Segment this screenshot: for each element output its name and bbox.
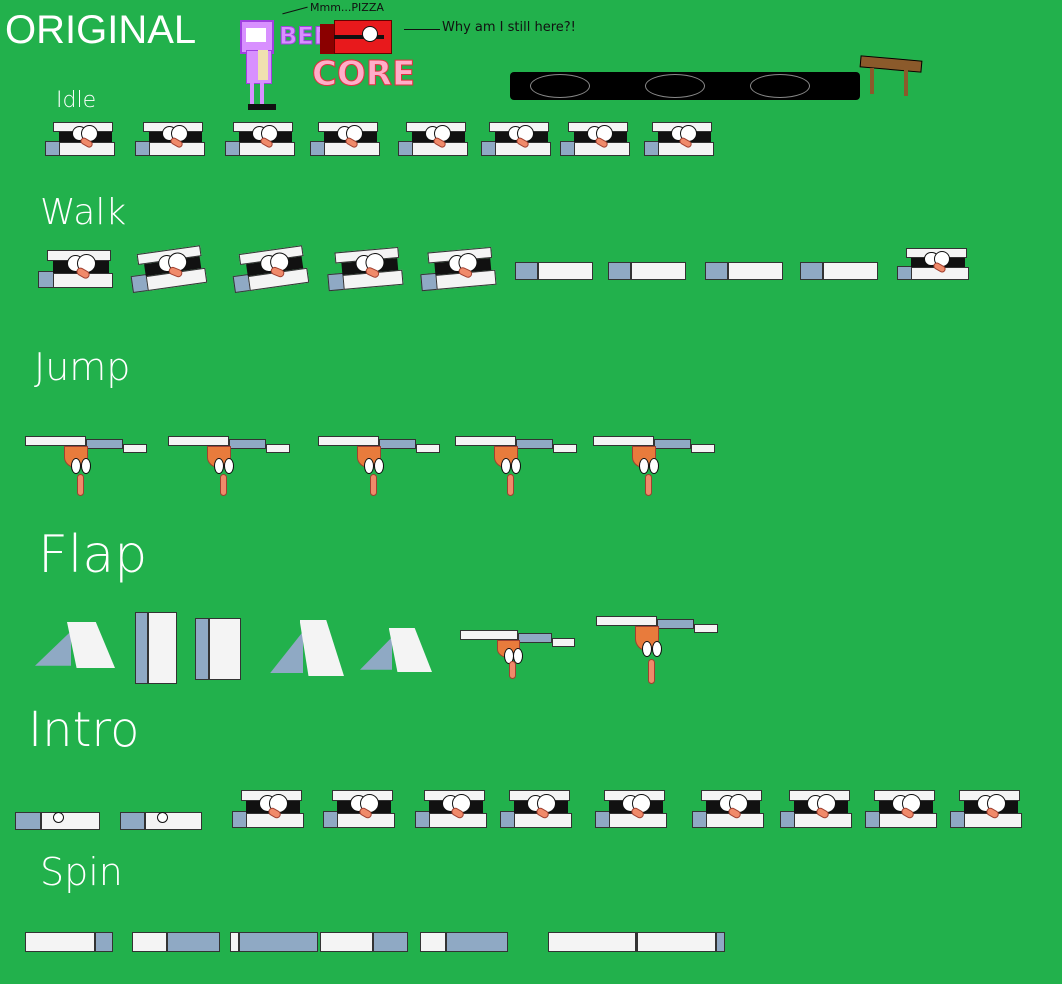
spin-frame: [420, 932, 508, 952]
jump-frame: [455, 436, 577, 498]
ben-character: [228, 10, 278, 110]
intro-frame: [15, 808, 100, 830]
spin-frame: [25, 932, 113, 952]
jump-frame: [593, 436, 715, 498]
idle-frame: [560, 122, 630, 156]
jump-frame: [168, 436, 290, 498]
spin-frame: [637, 932, 725, 952]
intro-frame: [415, 790, 487, 828]
red-pizza-box: [320, 20, 392, 54]
intro-frame: [120, 808, 202, 830]
flap-frame: [360, 628, 432, 672]
intro-frame: [500, 790, 572, 828]
spin-frame: [548, 932, 638, 952]
row-label-spin: Spin: [40, 850, 123, 894]
walk-frame: [608, 258, 686, 280]
walk-frame: [128, 245, 208, 294]
idle-frame: [45, 122, 115, 156]
wooden-table: [859, 55, 923, 98]
intro-frame: [780, 790, 852, 828]
intro-frame: [692, 790, 764, 828]
jump-frame: [25, 436, 147, 498]
row-label-jump: Jump: [34, 345, 131, 389]
idle-frame: [644, 122, 714, 156]
intro-frame: [950, 790, 1022, 828]
flap-frame: [460, 630, 575, 680]
walk-frame: [705, 258, 783, 280]
row-label-walk: Walk: [40, 192, 127, 233]
walk-frame: [897, 248, 969, 280]
flap-frame: [195, 618, 241, 680]
jump-frame: [318, 436, 440, 498]
walk-frame: [325, 247, 404, 292]
row-label-intro: Intro: [28, 702, 140, 758]
row-label-idle: Idle: [56, 88, 97, 113]
flap-frame: [270, 620, 344, 676]
idle-frame: [481, 122, 551, 156]
idle-frame: [225, 122, 295, 156]
spin-frame: [320, 932, 408, 952]
row-label-flap: Flap: [38, 525, 148, 585]
idle-frame: [398, 122, 468, 156]
intro-frame: [865, 790, 937, 828]
flap-frame: [596, 616, 718, 686]
intro-frame: [595, 790, 667, 828]
intro-frame: [232, 790, 304, 828]
walk-frame: [230, 245, 310, 294]
flap-frame: [35, 622, 115, 668]
intro-frame: [323, 790, 395, 828]
character-note: Mmm...PIZZA: [310, 1, 384, 14]
arrow-icon: [404, 29, 440, 30]
idle-frame: [135, 122, 205, 156]
arrow-icon: [282, 6, 308, 15]
walk-frame: [38, 250, 113, 288]
spin-frame: [132, 932, 220, 952]
walk-frame: [800, 258, 878, 280]
sheet-title: ORIGINAL: [5, 8, 197, 52]
spin-frame: [230, 932, 318, 952]
walk-frame: [418, 247, 497, 292]
walk-frame: [515, 258, 593, 280]
character-name-core: CORE: [311, 54, 416, 95]
conveyor-belt: [510, 72, 860, 100]
box-note: Why am I still here?!: [442, 20, 576, 35]
flap-frame: [135, 612, 177, 684]
idle-frame: [310, 122, 380, 156]
